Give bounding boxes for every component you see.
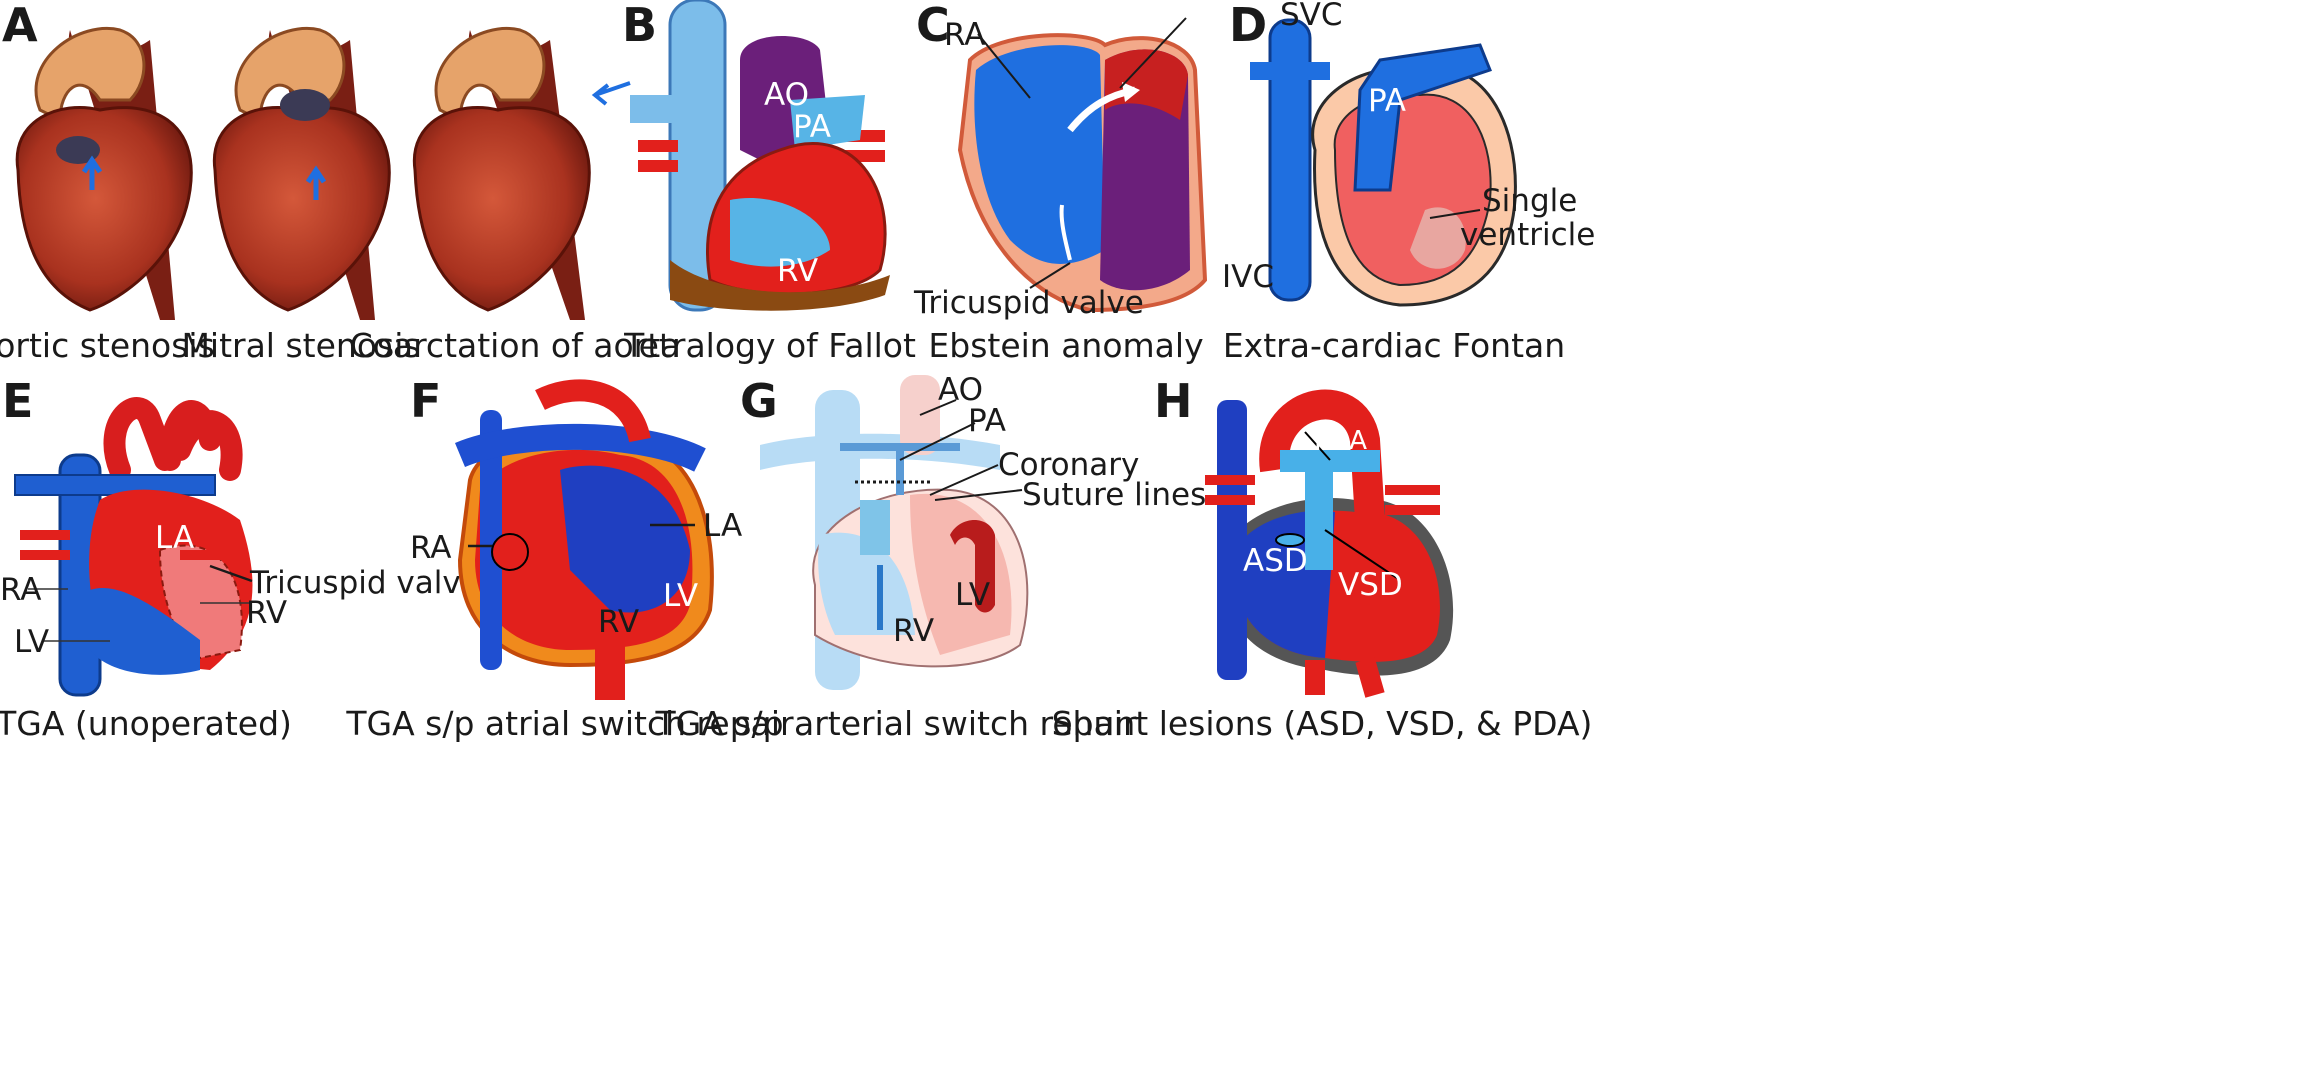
caption-mitral-stenosis: Mitral stenosis — [181, 326, 421, 365]
panel-letter-g: G — [740, 374, 778, 428]
label-e-rv: RV — [246, 595, 288, 631]
caption-ebstein-anomaly: Ebstein anomaly — [928, 326, 1204, 365]
panel-letter-c: C — [916, 0, 950, 52]
label-d-pa: PA — [1368, 83, 1406, 119]
label-f-ra: RA — [410, 530, 452, 566]
panel-letter-d: D — [1229, 0, 1268, 52]
panel-h-illustration — [1205, 389, 1454, 698]
leader-lines-c — [977, 17, 1187, 289]
label-e-ra: RA — [0, 572, 42, 608]
label-b-ao: AO — [764, 77, 810, 113]
panel-c-illustration — [957, 33, 1208, 313]
panel-e-illustration — [14, 397, 253, 697]
label-e-lv: LV — [14, 624, 50, 660]
caption-cctga-unoperated: CCTGA (unoperated) — [0, 704, 292, 743]
label-e-tricuspid-valve: Tricuspid valve — [250, 565, 480, 601]
panel-b-illustration — [630, 0, 890, 312]
label-d-single: Single — [1482, 183, 1578, 219]
label-g-lv: LV — [955, 577, 991, 613]
label-g-ao: AO — [938, 372, 984, 408]
label-f-rv: RV — [598, 604, 640, 640]
panel-letter-e: E — [2, 374, 34, 428]
panel-letter-a: A — [2, 0, 38, 52]
caption-extra-cardiac-fontan: Extra-cardiac Fontan — [1222, 326, 1566, 365]
label-h-pda: PDA — [1314, 426, 1368, 456]
aortic-stenosis-heart — [15, 27, 193, 320]
label-d-ventricle: ventricle — [1460, 217, 1596, 253]
label-f-lv: LV — [663, 578, 699, 614]
label-g-suture-lines: Suture lines — [1022, 477, 1207, 513]
caption-coarctation-of-aorta: Coarctation of aorta — [349, 326, 681, 365]
mitral-stenosis-heart — [212, 27, 391, 320]
panel-letter-f: F — [410, 374, 442, 428]
caption-tga-atrial-switch: TGA s/p atrial switch repair — [346, 704, 794, 743]
label-h-asd: ASD — [1243, 543, 1308, 579]
label-f-la: LA — [703, 508, 743, 544]
label-h-vsd: VSD — [1338, 567, 1403, 603]
label-g-coronary: Coronary — [998, 447, 1140, 483]
label-c-tricuspid-valve: Tricuspid valve — [914, 285, 1144, 321]
panel-a-illustration — [15, 27, 631, 320]
label-b-rv: RV — [777, 253, 819, 289]
coarctation-heart — [412, 27, 631, 320]
label-b-pa: PA — [793, 109, 831, 145]
label-g-pa: PA — [968, 403, 1006, 439]
label-g-rv: RV — [893, 613, 935, 649]
caption-shunt-lesions: Shunt lesions (ASD, VSD, & PDA) — [1051, 704, 1593, 743]
panel-f-illustration — [455, 379, 714, 700]
label-d-ivc: IVC — [1222, 259, 1274, 295]
panel-letter-h: H — [1154, 374, 1193, 428]
panel-d-illustration — [1250, 18, 1517, 307]
panel-g-illustration — [760, 375, 1029, 690]
caption-tga-arterial-switch: TGA s/p arterial switch repair — [655, 704, 1137, 743]
caption-tetralogy-of-fallot: Tetralogy of Fallot — [624, 326, 916, 365]
label-d-svc: SVC — [1280, 0, 1343, 33]
leader-line-d — [1429, 209, 1481, 219]
panel-letter-b: B — [622, 0, 658, 52]
label-e-la: LA — [155, 520, 195, 556]
